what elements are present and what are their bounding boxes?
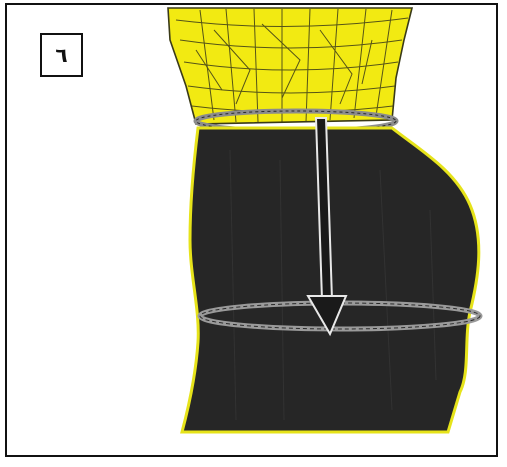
torso-body: [168, 8, 412, 124]
torso-mesh: [168, 8, 412, 124]
